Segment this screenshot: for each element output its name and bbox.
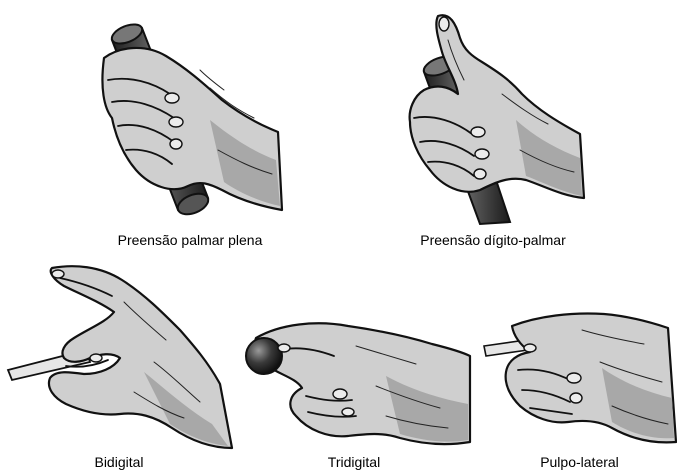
nail bbox=[333, 389, 347, 399]
nail bbox=[52, 270, 64, 278]
nail bbox=[471, 127, 485, 137]
nail bbox=[278, 344, 290, 352]
caption-tridigital: Tridigital bbox=[236, 454, 472, 470]
panel-pulpo-lateral: Pulpo-lateral bbox=[482, 310, 677, 471]
panel-digito-palmar: Preensão dígito-palmar bbox=[398, 10, 588, 260]
nail bbox=[170, 139, 182, 149]
panel-palmar-plena: Preensão palmar plena bbox=[90, 10, 290, 260]
pulpo-lateral-illustration bbox=[482, 310, 677, 452]
panel-bidigital: Bidigital bbox=[4, 262, 234, 471]
nail bbox=[90, 354, 102, 362]
caption-bidigital: Bidigital bbox=[4, 454, 234, 470]
ball bbox=[246, 338, 282, 374]
nail bbox=[165, 93, 179, 103]
palmar-plena-illustration bbox=[90, 10, 290, 230]
panel-tridigital: Tridigital bbox=[236, 316, 472, 471]
nail bbox=[439, 17, 449, 31]
caption-pulpo-lateral: Pulpo-lateral bbox=[482, 454, 677, 470]
bidigital-illustration bbox=[4, 262, 234, 452]
nail bbox=[342, 408, 354, 416]
nail bbox=[169, 117, 183, 127]
nail bbox=[567, 373, 581, 383]
nail bbox=[524, 344, 536, 352]
caption-palmar-plena: Preensão palmar plena bbox=[90, 232, 290, 248]
digito-palmar-illustration bbox=[398, 10, 588, 230]
tridigital-illustration bbox=[236, 316, 472, 452]
nail bbox=[570, 393, 582, 403]
nail bbox=[474, 169, 486, 179]
caption-digito-palmar: Preensão dígito-palmar bbox=[398, 232, 588, 248]
nail bbox=[475, 149, 489, 159]
